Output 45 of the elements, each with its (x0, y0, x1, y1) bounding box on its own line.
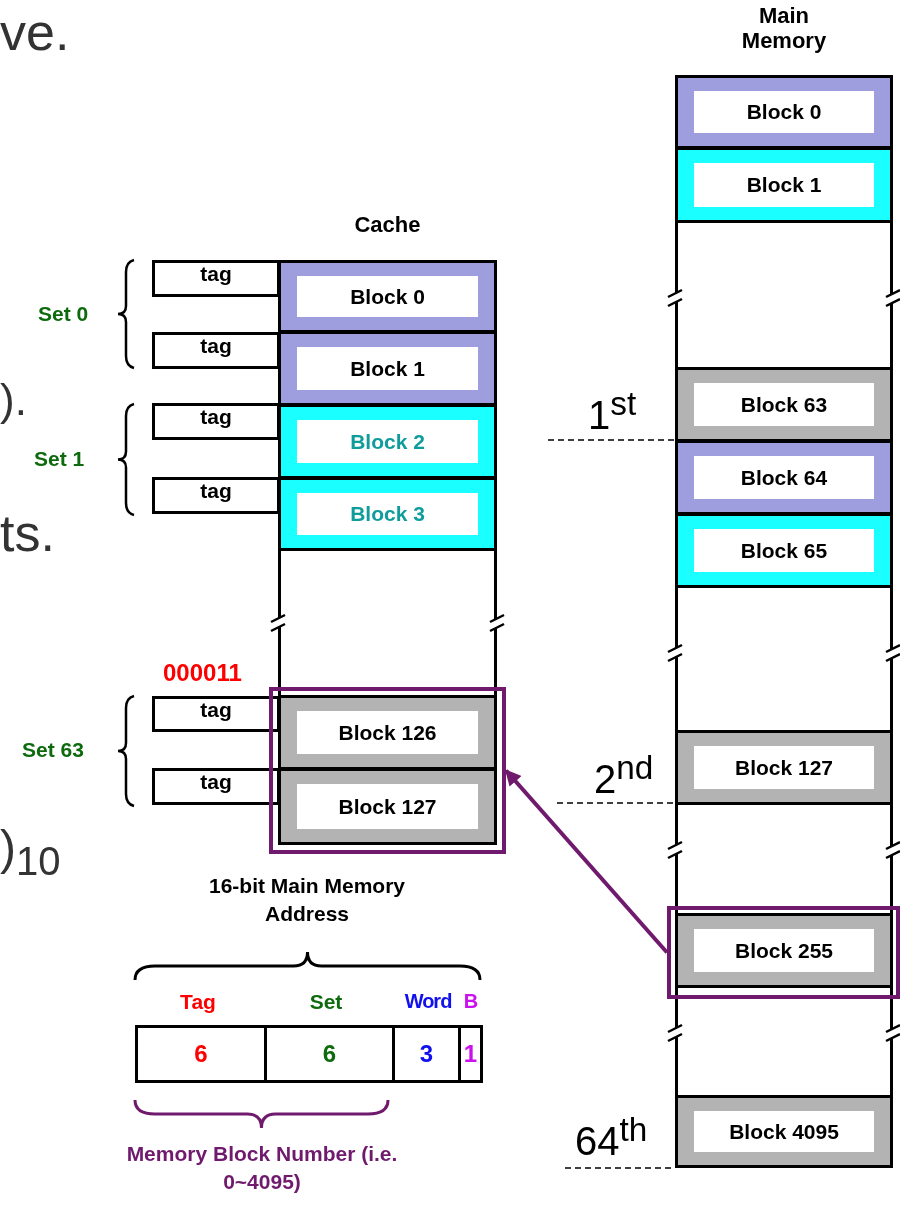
memory-block: Block 127 (278, 768, 497, 845)
block-number-caption: Memory Block Number (i.e. 0~4095) (125, 1141, 399, 1196)
memory-block: Block 255 (675, 913, 893, 988)
column-heading: Main Memory (740, 3, 828, 53)
field-name: Set (308, 990, 344, 1014)
set-label: Set 0 (38, 302, 89, 326)
field-name: Word (403, 990, 453, 1012)
slide-text: ). (0, 376, 27, 425)
slide-text: ve. (0, 4, 70, 62)
address-title: 16-bit Main Memory Address (207, 873, 406, 928)
tag-field: tag (152, 696, 280, 732)
memory-block: Block 127 (675, 730, 893, 805)
set-label: Set 1 (34, 447, 85, 471)
bit-field: 3 (392, 1025, 461, 1083)
field-name: Tag (179, 990, 217, 1014)
tag-field: tag (152, 260, 280, 297)
memory-block: Block 63 (675, 367, 893, 442)
memory-block: Block 0 (675, 75, 893, 149)
memory-block: Block 0 (278, 260, 497, 333)
slide-text: ts. (0, 505, 55, 563)
tag-field: tag (152, 477, 280, 514)
field-name: B (462, 990, 480, 1012)
block-ordinal: 64$^{th}$ (575, 1112, 648, 1164)
block-ordinal: 1$^{st}$ (588, 386, 637, 438)
memory-block: Block 3 (278, 477, 497, 551)
tag-field: tag (152, 768, 280, 805)
arrow (504, 769, 669, 954)
memory-block: Block 1 (675, 147, 893, 223)
tag-value: 000011 (163, 660, 242, 687)
bit-field: 6 (264, 1025, 395, 1083)
slide-text: )$_{10}$ (0, 822, 61, 883)
memory-block: Block 64 (675, 440, 893, 515)
memory-block: Block 65 (675, 513, 893, 588)
memory-block: Block 126 (278, 695, 497, 770)
tag-field: tag (152, 403, 280, 440)
memory-block: Block 2 (278, 404, 497, 479)
column-heading: Cache (353, 212, 422, 237)
bit-field: 6 (135, 1025, 267, 1083)
highlight-frame (269, 687, 506, 854)
memory-block: Block 1 (278, 331, 497, 406)
set-label: Set 63 (22, 738, 84, 762)
tag-field: tag (152, 332, 280, 369)
bit-field: 1 (458, 1025, 483, 1083)
block-ordinal: 2$^{nd}$ (594, 750, 654, 802)
memory-block: Block 4095 (675, 1095, 893, 1168)
